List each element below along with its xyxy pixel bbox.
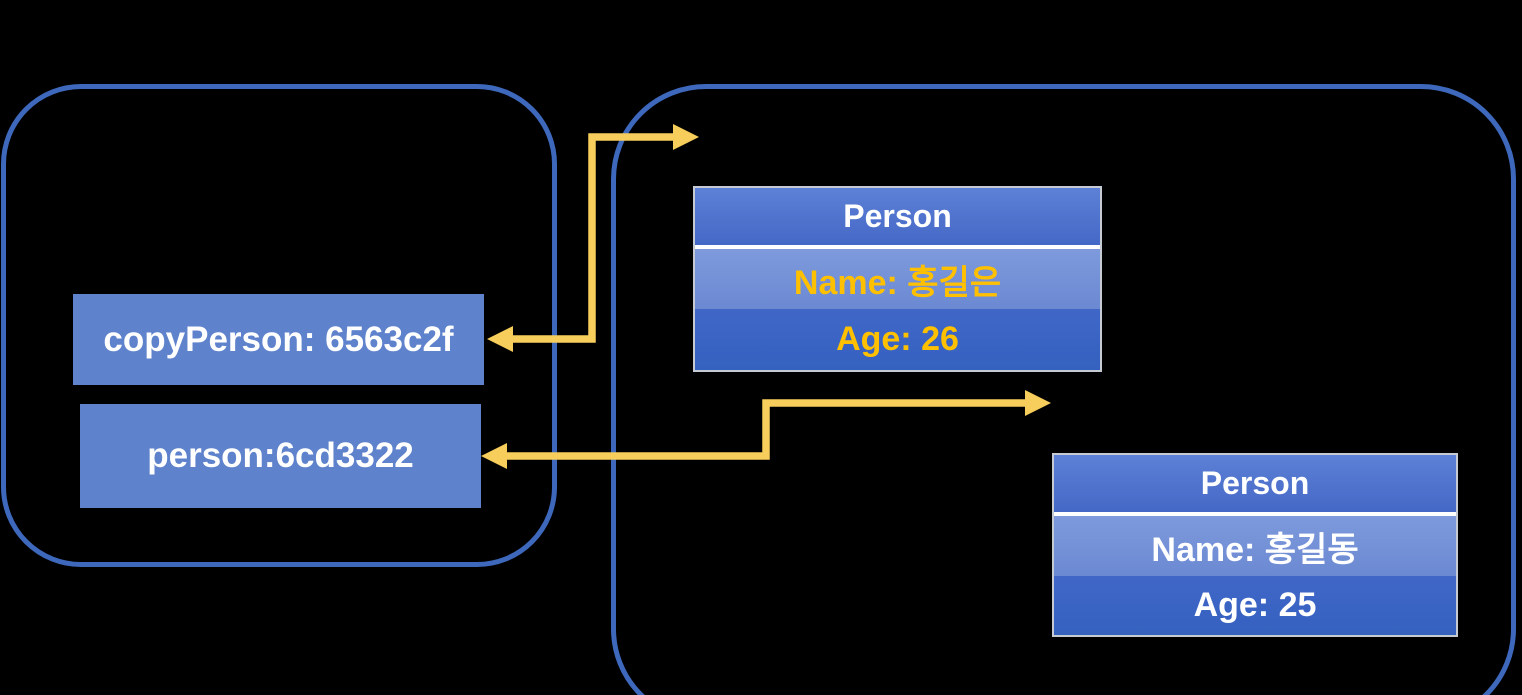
- header-separator: [1054, 512, 1456, 516]
- variable-person-label: person:6cd3322: [147, 436, 414, 475]
- person-object-original-name-field: Name: 홍길동: [1054, 516, 1456, 576]
- header-separator: [695, 245, 1100, 249]
- person-object-copy-name-field: Name: 홍길은: [695, 249, 1100, 309]
- variable-box-copyperson: copyPerson: 6563c2f: [73, 294, 484, 385]
- variable-copyperson-label: copyPerson: 6563c2f: [103, 319, 454, 359]
- person-object-original-age-field: Age: 25: [1054, 576, 1456, 635]
- person-object-copy-title: Person: [695, 188, 1100, 245]
- person-object-original-title: Person: [1054, 455, 1456, 512]
- variable-box-person: person:6cd3322: [80, 404, 481, 508]
- heap-objects-container: [611, 84, 1516, 695]
- person-object-copy-age-field: Age: 26: [695, 309, 1100, 370]
- person-object-copy: Person Name: 홍길은 Age: 26: [693, 186, 1102, 372]
- person-object-original: Person Name: 홍길동 Age: 25: [1052, 453, 1458, 637]
